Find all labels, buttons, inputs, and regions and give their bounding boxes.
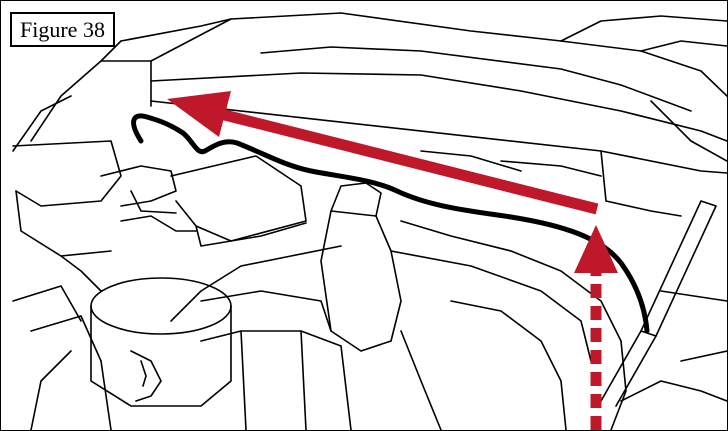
reservoir-cap xyxy=(331,183,381,216)
hood-strut xyxy=(641,201,716,336)
battery-housing xyxy=(13,141,121,206)
hood-outline xyxy=(151,13,727,96)
figure-label: Figure 38 xyxy=(10,12,115,47)
